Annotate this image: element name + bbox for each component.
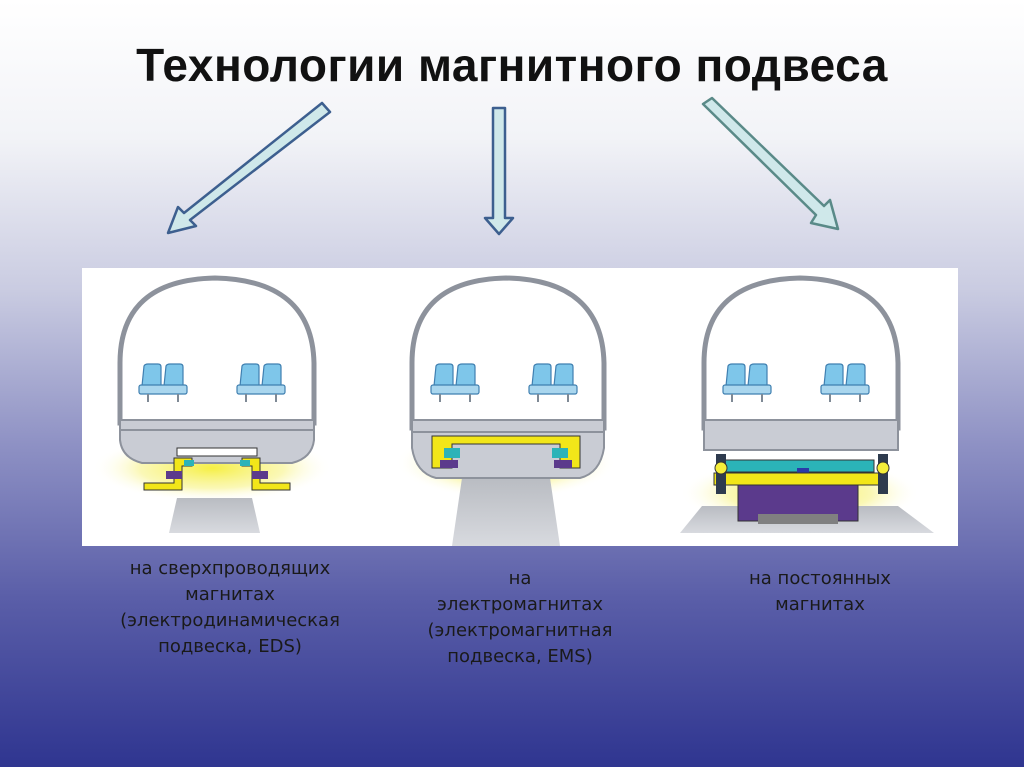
maglev-cross-sections-panel	[82, 268, 958, 546]
caption-line: магнитах	[185, 584, 275, 605]
caption-line: на сверхпроводящих	[129, 558, 331, 579]
arrow-left-down	[166, 101, 332, 235]
maglev-eds-cross-section	[92, 275, 332, 533]
arrow-down	[483, 106, 515, 236]
caption-eds: на сверхпроводящих магнитах (электродина…	[80, 556, 380, 660]
caption-permanent-magnets: на постоянных магнитах	[690, 566, 950, 618]
caption-line: подвеска, EDS)	[158, 636, 302, 657]
caption-line: электромагнитах	[437, 594, 603, 615]
caption-line: на постоянных	[749, 568, 891, 589]
caption-line: магнитах	[775, 594, 865, 615]
maglev-ems-cross-section	[396, 275, 616, 546]
caption-line: подвеска, EMS)	[447, 646, 593, 667]
caption-line: на	[508, 568, 532, 589]
maglev-permanent-magnet-cross-section	[680, 275, 934, 533]
arrow-right-down	[701, 96, 840, 231]
caption-ems: на электромагнитах (электромагнитная под…	[380, 566, 660, 670]
caption-line: (электродинамическая	[120, 610, 340, 631]
caption-line: (электромагнитная	[427, 620, 613, 641]
page-title: Технологии магнитного подвеса	[136, 39, 888, 91]
